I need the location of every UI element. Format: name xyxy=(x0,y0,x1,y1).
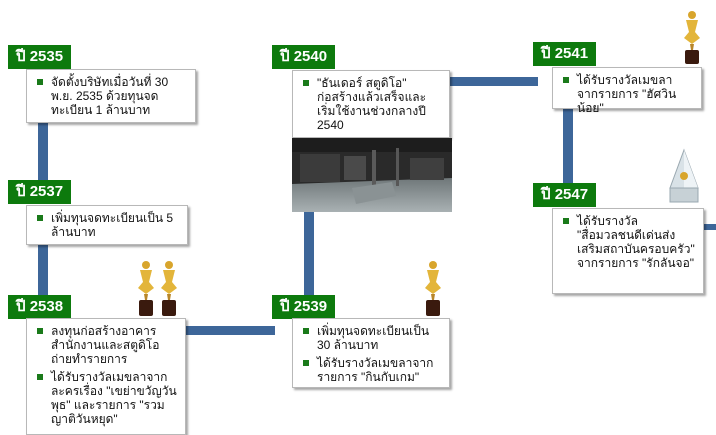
event-item: ได้รับรางวัลเมขลาจากละครเรื่อง "เขย่าขวั… xyxy=(35,370,177,426)
timeline-line xyxy=(304,210,314,296)
year-label-2540: ปี 2540 xyxy=(272,45,336,69)
event-box-2541: ได้รับรางวัลเมขลาจากรายการ "ฮัศวินน้อย" xyxy=(552,67,702,115)
timeline-line xyxy=(563,105,573,185)
timeline-line xyxy=(38,240,48,302)
trophy-icon xyxy=(425,261,441,316)
trophy-icon xyxy=(684,11,700,64)
year-label-2535: ปี 2535 xyxy=(8,45,72,69)
event-item: จัดตั้งบริษัทเมื่อวันที่ 30 พ.ย. 2535 ด้… xyxy=(35,75,187,117)
event-item: ได้รับรางวัลเมขลาจากรายการ "กินกับเกม" xyxy=(301,356,441,384)
event-box-2537: เพิ่มทุนจดทะเบียนเป็น 5 ล้านบาท xyxy=(26,205,188,245)
event-box-2540: "ธันเดอร์ สตูดิโอ" ก่อสร้างแล้วเสร็จและเ… xyxy=(292,70,450,138)
studio-photo xyxy=(292,138,452,212)
event-item: ลงทุนก่อสร้างอาคารสำนักงานและสตูดิโอถ่าย… xyxy=(35,324,177,366)
timeline-line xyxy=(38,120,48,182)
event-item: เพิ่มทุนจดทะเบียนเป็น 30 ล้านบาท xyxy=(301,324,441,352)
event-item: ได้รับรางวัลเมขลาจากรายการ "ฮัศวินน้อย" xyxy=(561,73,693,115)
event-item: "ธันเดอร์ สตูดิโอ" ก่อสร้างแล้วเสร็จและเ… xyxy=(301,76,441,132)
year-label-2537: ปี 2537 xyxy=(8,180,72,204)
event-box-2539: เพิ่มทุนจดทะเบียนเป็น 30 ล้านบาท ได้รับร… xyxy=(292,318,450,388)
event-box-2547: ได้รับรางวัล "สื่อมวลชนดีเด่นส่งเสริมสถา… xyxy=(552,208,704,294)
year-label-2539: ปี 2539 xyxy=(272,295,336,319)
crystal-award-icon xyxy=(669,148,699,203)
event-box-2535: จัดตั้งบริษัทเมื่อวันที่ 30 พ.ย. 2535 ด้… xyxy=(26,69,196,123)
year-label-2547: ปี 2547 xyxy=(533,183,597,207)
event-item: ได้รับรางวัล "สื่อมวลชนดีเด่นส่งเสริมสถา… xyxy=(561,214,695,270)
timeline-line xyxy=(185,326,275,335)
year-label-2538: ปี 2538 xyxy=(8,295,72,319)
event-item: เพิ่มทุนจดทะเบียนเป็น 5 ล้านบาท xyxy=(35,211,179,239)
event-box-2538: ลงทุนก่อสร้างอาคารสำนักงานและสตูดิโอถ่าย… xyxy=(26,318,186,435)
timeline-line xyxy=(703,224,716,230)
trophy-icon xyxy=(161,261,177,316)
year-label-2541: ปี 2541 xyxy=(533,42,597,66)
timeline-line xyxy=(448,77,538,86)
trophy-icon xyxy=(138,261,154,316)
